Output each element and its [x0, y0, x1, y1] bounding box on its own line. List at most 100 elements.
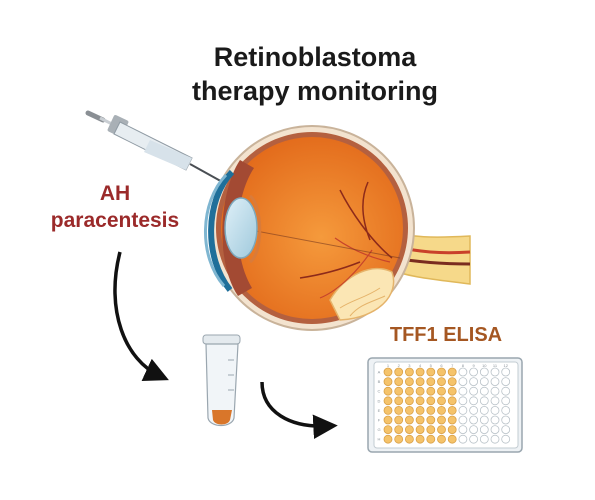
plate-well [469, 367, 479, 377]
plate-column-label: 4 [419, 363, 422, 368]
plate-well [479, 405, 489, 415]
plate-column-label: 12 [503, 363, 508, 368]
plate-well [447, 377, 457, 387]
plate-well [383, 386, 393, 396]
plate-well [437, 415, 446, 425]
plate-well [447, 434, 457, 444]
plate-well [394, 405, 404, 415]
plate-well [479, 386, 489, 396]
plate-well [383, 377, 393, 387]
plate-row-label: F [378, 418, 381, 423]
plate-well [394, 415, 404, 425]
plate-well [394, 367, 404, 377]
plate-well [479, 377, 489, 387]
plate-well [458, 386, 468, 396]
plate-well [415, 415, 425, 425]
plate-well [437, 396, 446, 406]
plate-well [394, 425, 404, 435]
plate-well [447, 396, 457, 406]
plate-row-label: C [378, 389, 381, 394]
plate-well [458, 425, 468, 435]
plate-well [458, 415, 468, 425]
arrow-to-plate [260, 381, 338, 439]
plate-well [404, 415, 414, 425]
plate-well [490, 434, 500, 444]
plate-well [404, 405, 414, 415]
plate-column-label: 2 [398, 363, 401, 368]
plate-well [383, 396, 393, 406]
eye-icon [204, 125, 471, 331]
plate-well [490, 425, 500, 435]
plate-well [447, 367, 457, 377]
plate-well [501, 386, 511, 396]
plate-well [501, 415, 511, 425]
plate-well [469, 386, 479, 396]
plate-well [415, 434, 425, 444]
arrow-to-tube [113, 251, 169, 382]
plate-column-label: 10 [482, 363, 487, 368]
plate-well [469, 377, 479, 387]
plate-well [394, 434, 404, 444]
page-title: Retinoblastoma therapy monitoring [150, 40, 480, 108]
plate-well [458, 434, 468, 444]
plate-row-label: H [378, 437, 381, 442]
plate-well [501, 377, 511, 387]
plate-well [437, 425, 446, 435]
plate-well [404, 367, 414, 377]
plate-well [394, 396, 404, 406]
procedure-line-1: AH [99, 182, 131, 205]
plate-well [479, 434, 489, 444]
tube-icon [202, 334, 241, 427]
plate-well [458, 367, 468, 377]
plate-well [447, 425, 457, 435]
plate-column-label: 11 [493, 363, 498, 368]
plate-well [479, 396, 489, 406]
plate-well [447, 405, 457, 415]
plate-well [426, 377, 436, 387]
plate-row-label: D [378, 398, 381, 403]
plate-column-label: 3 [408, 363, 411, 368]
plate-well [426, 405, 436, 415]
plate-well [458, 396, 468, 406]
plate-well [404, 377, 414, 387]
plate-well [501, 367, 511, 377]
procedure-label: AH paracentesis [40, 180, 190, 234]
plate-well [437, 367, 446, 377]
plate-row-label: B [378, 379, 381, 384]
plate-well [415, 377, 425, 387]
plate-well [501, 396, 511, 406]
plate-column-label: 7 [451, 363, 454, 368]
plate-column-label: 8 [462, 363, 465, 368]
plate-well [469, 415, 479, 425]
plate-well [458, 405, 468, 415]
plate-well [490, 367, 500, 377]
plate-well [447, 386, 457, 396]
syringe-icon [85, 110, 227, 185]
plate-well [426, 425, 436, 435]
plate-well [404, 396, 414, 406]
plate-well [383, 425, 393, 435]
plate-well [383, 367, 393, 377]
assay-label: TFF1 ELISA [389, 324, 503, 346]
plate-well [426, 367, 436, 377]
plate-column-label: 9 [472, 363, 475, 368]
plate-well [490, 396, 500, 406]
plate-well [501, 405, 511, 415]
plate-well [394, 377, 404, 387]
plate-well [490, 415, 500, 425]
plate-well [394, 386, 404, 396]
plate-well [404, 386, 414, 396]
plate-well [383, 405, 393, 415]
procedure-line-2: paracentesis [50, 209, 180, 232]
plate-column-label: 6 [440, 363, 443, 368]
plate-well [490, 386, 500, 396]
plate-well [383, 434, 393, 444]
plate-well [501, 434, 511, 444]
plate-well [479, 425, 489, 435]
plate-well [404, 425, 414, 435]
plate-row-label: G [377, 427, 380, 432]
title-line-1: Retinoblastoma [213, 42, 417, 72]
plate-well [469, 396, 479, 406]
plate-well [469, 405, 479, 415]
